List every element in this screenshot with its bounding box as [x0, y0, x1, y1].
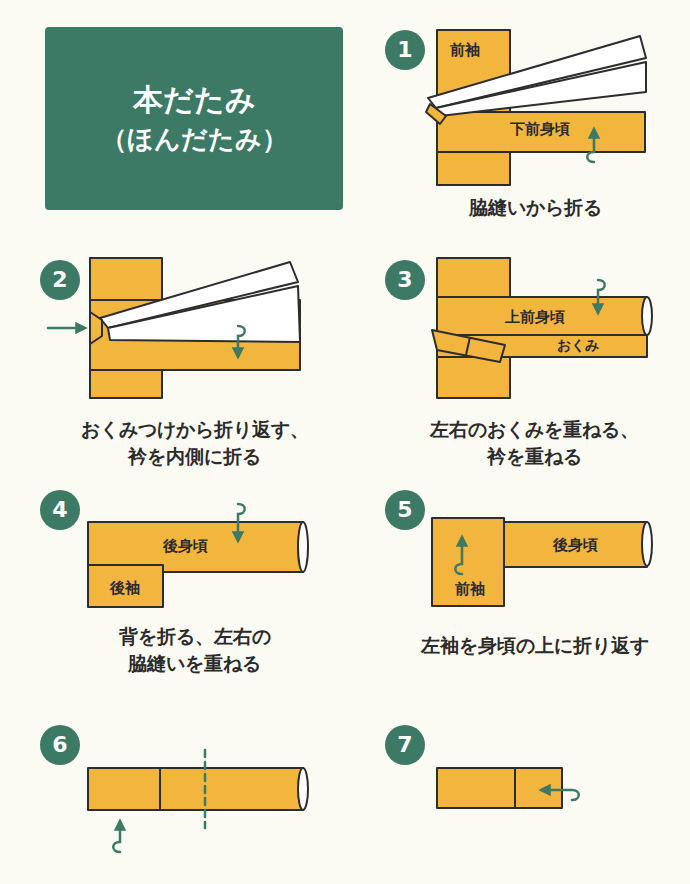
callout-number: 5 [397, 499, 412, 521]
step-number: 3 [385, 260, 425, 300]
title-text: （ほんだたみ） [101, 121, 288, 159]
step-caption: おくみつけから折り返す、 衿を内側に折る [75, 416, 314, 469]
part-name: 前袖 [455, 579, 485, 600]
step-caption: 背を折る、左右の 脇縫いを重ねる [113, 623, 276, 676]
step-number: 6 [40, 725, 80, 765]
part-name: 下前身頃 [510, 119, 570, 140]
part-name: おくみ [557, 336, 599, 356]
callout-number: 4 [52, 499, 67, 521]
callout-number: 7 [397, 734, 412, 756]
step-number: 1 [385, 30, 425, 70]
part-name: 後身頃 [553, 535, 598, 556]
title-text: 本だたみ [133, 78, 256, 122]
part-name: 後身頃 [163, 536, 208, 557]
part-name: 前袖 [450, 40, 480, 61]
part-name: 上前身頃 [505, 307, 565, 328]
title-box: 本だたみ（ほんだたみ） [45, 27, 343, 210]
callout-number: 3 [397, 269, 412, 291]
step-number: 4 [40, 490, 80, 530]
callout-number: 1 [397, 39, 412, 61]
step-number: 5 [385, 490, 425, 530]
step-number: 2 [40, 260, 80, 300]
step-caption: 脇縫いから折る [469, 194, 602, 221]
step-caption: 左袖を身頃の上に折り返す [421, 632, 649, 659]
callout-number: 6 [52, 734, 67, 756]
part-name: 後袖 [110, 578, 140, 599]
step-caption: 左右のおくみを重ねる、 衿を重ねる [425, 416, 645, 469]
callout-number: 2 [52, 269, 67, 291]
step-number: 7 [385, 725, 425, 765]
